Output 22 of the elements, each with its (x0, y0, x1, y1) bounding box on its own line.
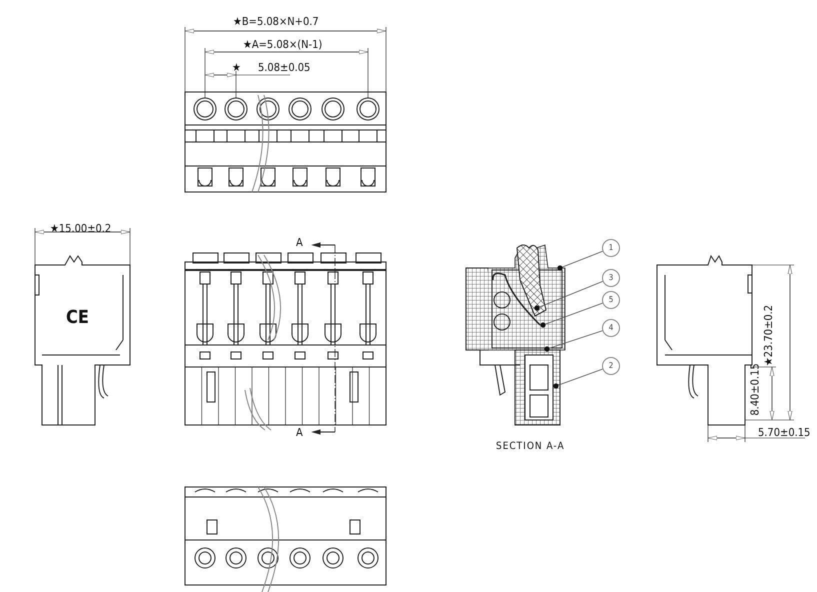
dimension-label: ★15.00±0.2 (50, 222, 112, 235)
callout-number: 5 (602, 291, 620, 309)
dimension-label: 8.40±0.15 (748, 362, 762, 416)
section-marker: A (296, 236, 303, 249)
dimension-label: ★A=5.08×(N-1) (243, 38, 322, 51)
dimension-label: ★B=5.08×N+0.7 (233, 15, 319, 28)
leader-line (534, 281, 604, 311)
leader-line (557, 250, 603, 271)
callout-number: 2 (602, 357, 620, 375)
callout-number: 4 (602, 319, 620, 337)
view-caption: SECTION A-A (496, 440, 565, 453)
certification-mark: CE (66, 308, 89, 328)
star-mark: ★ (232, 61, 241, 74)
leader-line (553, 368, 603, 389)
leader-line (540, 302, 603, 328)
leader-line (544, 330, 603, 352)
section-marker: A (296, 426, 303, 439)
callout-number: 3 (602, 269, 620, 287)
dimension-label: 5.08±0.05 (258, 61, 310, 74)
dimension-label: ★23.70±0.2 (762, 304, 775, 366)
callout-number: 1 (602, 239, 620, 257)
dimension-label: 5.70±0.15 (758, 426, 810, 439)
